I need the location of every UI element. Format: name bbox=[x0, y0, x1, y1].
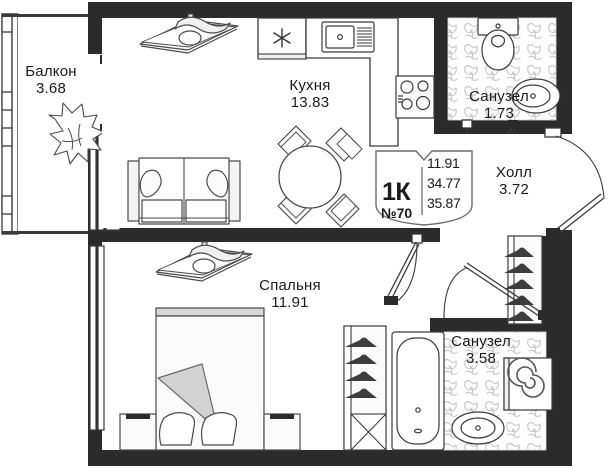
room-area: 11.91 bbox=[271, 293, 309, 311]
hanger-rail-icon-bedroom bbox=[345, 337, 377, 398]
room-name: Балкон bbox=[25, 63, 77, 80]
room-label-kitchen: Кухня 13.83 bbox=[258, 77, 362, 112]
refrigerator bbox=[257, 17, 307, 60]
room-area: 1.73 bbox=[484, 104, 514, 122]
spiral-icon bbox=[507, 357, 545, 398]
dining-table bbox=[277, 125, 363, 228]
room-label-wc-upper: Санузел 1.73 bbox=[444, 88, 554, 123]
badge-area-with-balcony: 35.87 bbox=[427, 195, 461, 211]
cooktop bbox=[395, 75, 435, 119]
nightstand-right bbox=[263, 413, 301, 451]
room-name: Холл bbox=[495, 164, 533, 181]
room-label-hall: Холл 3.72 bbox=[470, 164, 558, 199]
room-label-bedroom: Спальня 11.91 bbox=[236, 277, 344, 312]
door-bedroom bbox=[384, 233, 423, 305]
washbasin-icon-lower bbox=[451, 411, 505, 445]
room-area: 3.68 bbox=[36, 79, 66, 97]
room-label-wc-lower: Санузел 3.58 bbox=[426, 333, 536, 368]
unit-badge[interactable] bbox=[372, 147, 476, 229]
door-entrance bbox=[544, 127, 605, 238]
hall-wardrobe bbox=[504, 235, 543, 325]
badge-rooms: 1К bbox=[382, 178, 411, 206]
snowflake-icon bbox=[273, 28, 291, 48]
bed bbox=[155, 307, 265, 451]
ceiling-fan-icon-bedroom bbox=[155, 241, 253, 282]
door-wc-lower bbox=[443, 262, 552, 320]
room-name: Санузел bbox=[451, 333, 511, 350]
dining-chairs bbox=[277, 125, 363, 228]
room-name: Кухня bbox=[289, 77, 331, 94]
room-area: 13.83 bbox=[290, 93, 330, 111]
bedroom-wardrobe bbox=[343, 325, 387, 451]
badge-number: №70 bbox=[381, 205, 413, 221]
potted-plant-icon bbox=[48, 102, 105, 165]
bathtub-icon bbox=[391, 331, 445, 451]
room-area: 3.58 bbox=[466, 349, 496, 367]
kitchen-sink bbox=[321, 21, 375, 53]
room-wc-lower bbox=[391, 331, 553, 451]
room-name: Санузел bbox=[469, 88, 529, 105]
washing-machine bbox=[503, 357, 553, 411]
toilet-icon bbox=[477, 17, 519, 71]
nightstand-left bbox=[119, 413, 157, 451]
washbasin-icon bbox=[511, 78, 561, 114]
room-wc-upper bbox=[447, 17, 561, 121]
ceiling-fan-icon bbox=[139, 13, 239, 54]
room-area: 3.72 bbox=[499, 180, 529, 198]
room-name: Спальня bbox=[259, 277, 321, 294]
room-label-balcony: Балкон 3.68 bbox=[8, 63, 94, 98]
badge-area-total: 34.77 bbox=[427, 175, 461, 191]
badge-area-living: 11.91 bbox=[427, 155, 460, 171]
sofa bbox=[127, 157, 241, 225]
bedroom-window-partition bbox=[89, 245, 105, 431]
